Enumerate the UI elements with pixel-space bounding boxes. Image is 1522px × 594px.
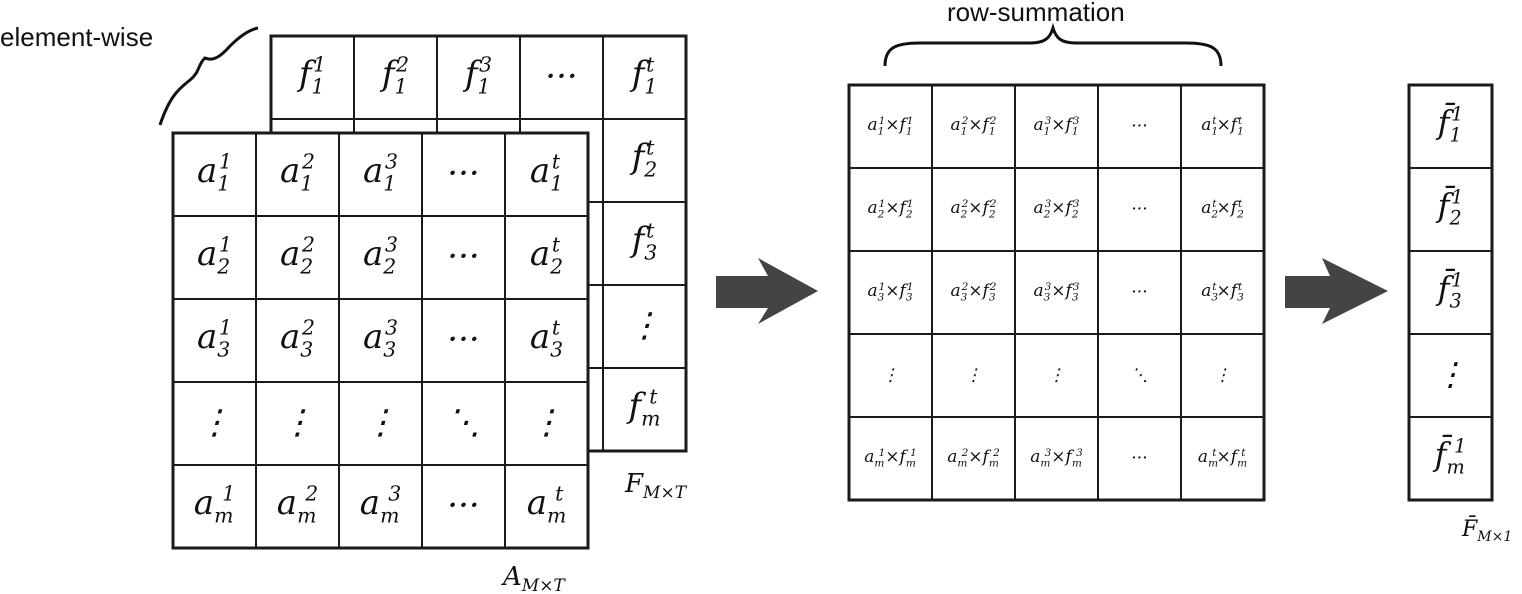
cell-ellipsis: ⋮ bbox=[1048, 366, 1065, 386]
cell-ellipsis: ··· bbox=[1131, 449, 1147, 469]
cell-product: a33×f33 bbox=[1034, 281, 1080, 304]
cell-product: a1t×f1t bbox=[1201, 115, 1244, 138]
cell-ellipsis: ⋮ bbox=[281, 403, 315, 443]
cell-symbol: f1t bbox=[629, 52, 658, 98]
cell-symbol: a33 bbox=[363, 315, 398, 361]
vector-Fbar: f̄11 f̄21 f̄31 ⋮ f̄m1 bbox=[1407, 83, 1494, 502]
cell-symbol: a3t bbox=[530, 315, 563, 361]
cell-symbol: a31 bbox=[197, 315, 232, 361]
matrix-product: a11×f11 a12×f12 a13×f13 ··· a1t×f1t a21×f21 a2… bbox=[847, 83, 1266, 502]
cell-symbol: am3 bbox=[360, 481, 401, 527]
cell-ellipsis: ⋮ bbox=[1435, 355, 1467, 393]
cell-symbol: a32 bbox=[280, 315, 315, 361]
cell-ellipsis: ··· bbox=[1131, 117, 1147, 137]
cell-ellipsis: ⋮ bbox=[628, 306, 662, 346]
cell-symbol: a12 bbox=[280, 149, 315, 195]
cell-product: am1×fm1 bbox=[864, 447, 917, 470]
cell-symbol: a11 bbox=[197, 149, 232, 195]
matrix-cell bbox=[1180, 416, 1265, 501]
cell-ellipsis: ··· bbox=[447, 237, 479, 277]
cell-product: a31×f31 bbox=[868, 281, 914, 304]
cell-symbol: f3t bbox=[629, 218, 658, 264]
cell-symbol: f̄m1 bbox=[1433, 435, 1467, 479]
cell-symbol: am2 bbox=[277, 481, 318, 527]
cell-symbol: f̄11 bbox=[1436, 103, 1464, 147]
cell-symbol: f11 bbox=[296, 52, 326, 98]
cell-symbol: f13 bbox=[462, 52, 492, 98]
cell-product: a11×f11 bbox=[868, 115, 914, 138]
cell-ellipsis: ··· bbox=[1131, 200, 1147, 220]
cell-symbol: a13 bbox=[363, 149, 398, 195]
cell-ellipsis: ⋮ bbox=[364, 403, 398, 443]
cell-ellipsis: ··· bbox=[1131, 283, 1147, 303]
cell-product: am3×fm3 bbox=[1030, 447, 1083, 470]
cell-product: a13×f13 bbox=[1034, 115, 1080, 138]
matrix-A: a11 a12 a13 ··· a1t a21 a22 a23 ··· a2t a31 a32 a33 ·… bbox=[171, 131, 590, 550]
cell-symbol: a1t bbox=[530, 149, 563, 195]
cell-ellipsis: ⋮ bbox=[882, 366, 899, 386]
cell-symbol: a23 bbox=[363, 232, 398, 278]
elementwise-brace bbox=[158, 26, 259, 126]
cell-product: am2×fm2 bbox=[947, 447, 1000, 470]
rowsum-brace bbox=[883, 22, 1223, 67]
caption-A: AM×T bbox=[501, 562, 566, 594]
caption-F: FM×T bbox=[624, 469, 688, 503]
arrow-right-icon bbox=[1285, 258, 1388, 324]
cell-product: a32×f32 bbox=[951, 281, 997, 304]
cell-ellipsis: ⋱ bbox=[1131, 366, 1148, 386]
cell-product: a23×f23 bbox=[1034, 198, 1080, 221]
cell-symbol: amt bbox=[527, 481, 567, 527]
matrix-cell bbox=[504, 464, 589, 549]
cell-product: amt×fmt bbox=[1198, 447, 1247, 470]
cell-product: a22×f22 bbox=[951, 198, 997, 221]
cell-product: a21×f21 bbox=[868, 198, 914, 221]
cell-symbol: fmt bbox=[626, 384, 661, 430]
cell-ellipsis: ··· bbox=[545, 57, 577, 97]
cell-symbol: am1 bbox=[194, 481, 235, 527]
rowsum-label: row-summation bbox=[947, 0, 1125, 27]
arrow-right-icon bbox=[716, 258, 818, 324]
cell-ellipsis: ⋮ bbox=[965, 366, 982, 386]
elementwise-label: element-wise bbox=[0, 22, 153, 52]
cell-symbol: f̄31 bbox=[1436, 269, 1464, 313]
cell-ellipsis: ··· bbox=[447, 486, 479, 526]
cell-ellipsis: ⋮ bbox=[530, 403, 564, 443]
matrix-cell bbox=[1408, 416, 1493, 501]
caption-Fbar: F̄M×1 bbox=[1461, 515, 1512, 545]
cell-symbol: a2t bbox=[530, 232, 563, 278]
gridA-frame bbox=[171, 131, 590, 550]
cell-product: a2t×f2t bbox=[1201, 198, 1244, 221]
cell-ellipsis: ··· bbox=[447, 154, 479, 194]
cell-symbol: f12 bbox=[379, 52, 409, 98]
cell-product: a12×f12 bbox=[951, 115, 997, 138]
cell-symbol: f2t bbox=[629, 135, 658, 181]
cell-symbol: a22 bbox=[280, 232, 315, 278]
cell-ellipsis: ··· bbox=[447, 320, 479, 360]
cell-ellipsis: ⋮ bbox=[198, 403, 232, 443]
cell-ellipsis: ⋱ bbox=[447, 403, 481, 443]
cell-symbol: f̄21 bbox=[1436, 186, 1464, 230]
matrix-cell bbox=[602, 367, 687, 452]
cell-ellipsis: ⋮ bbox=[1214, 366, 1231, 386]
cell-product: a3t×f3t bbox=[1201, 281, 1244, 304]
cell-symbol: a21 bbox=[197, 232, 232, 278]
